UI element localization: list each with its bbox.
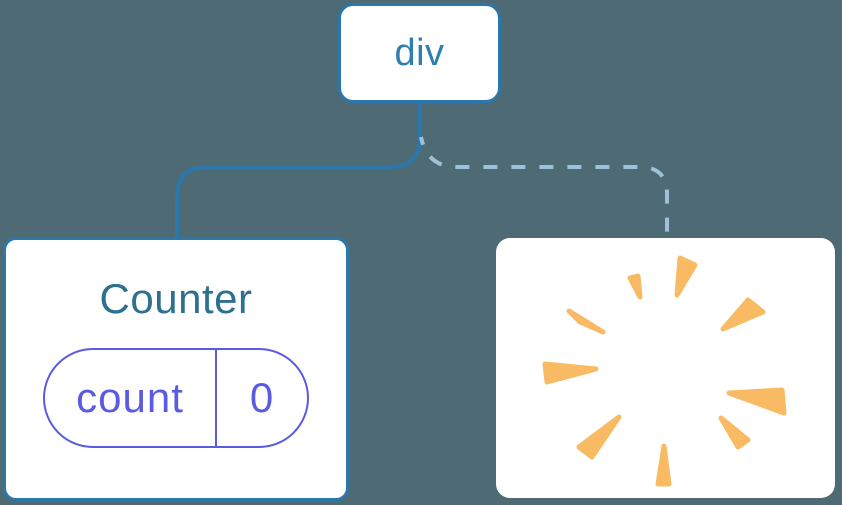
counter-title: Counter: [99, 275, 253, 322]
root-node-label: div: [394, 31, 445, 74]
connector-solid-edge: [175, 103, 422, 238]
counter-card: Counter count 0: [3, 237, 349, 501]
removed-card: [496, 238, 835, 498]
connector-dashed-edge: [419, 136, 669, 238]
poof-burst-icon: [542, 255, 787, 487]
state-key-cell: count: [45, 350, 217, 447]
state-key-label: count: [76, 374, 184, 422]
root-node-div: div: [338, 3, 501, 103]
state-pill: count 0: [43, 348, 309, 449]
state-value: 0: [249, 374, 275, 422]
state-value-cell: 0: [217, 350, 307, 446]
